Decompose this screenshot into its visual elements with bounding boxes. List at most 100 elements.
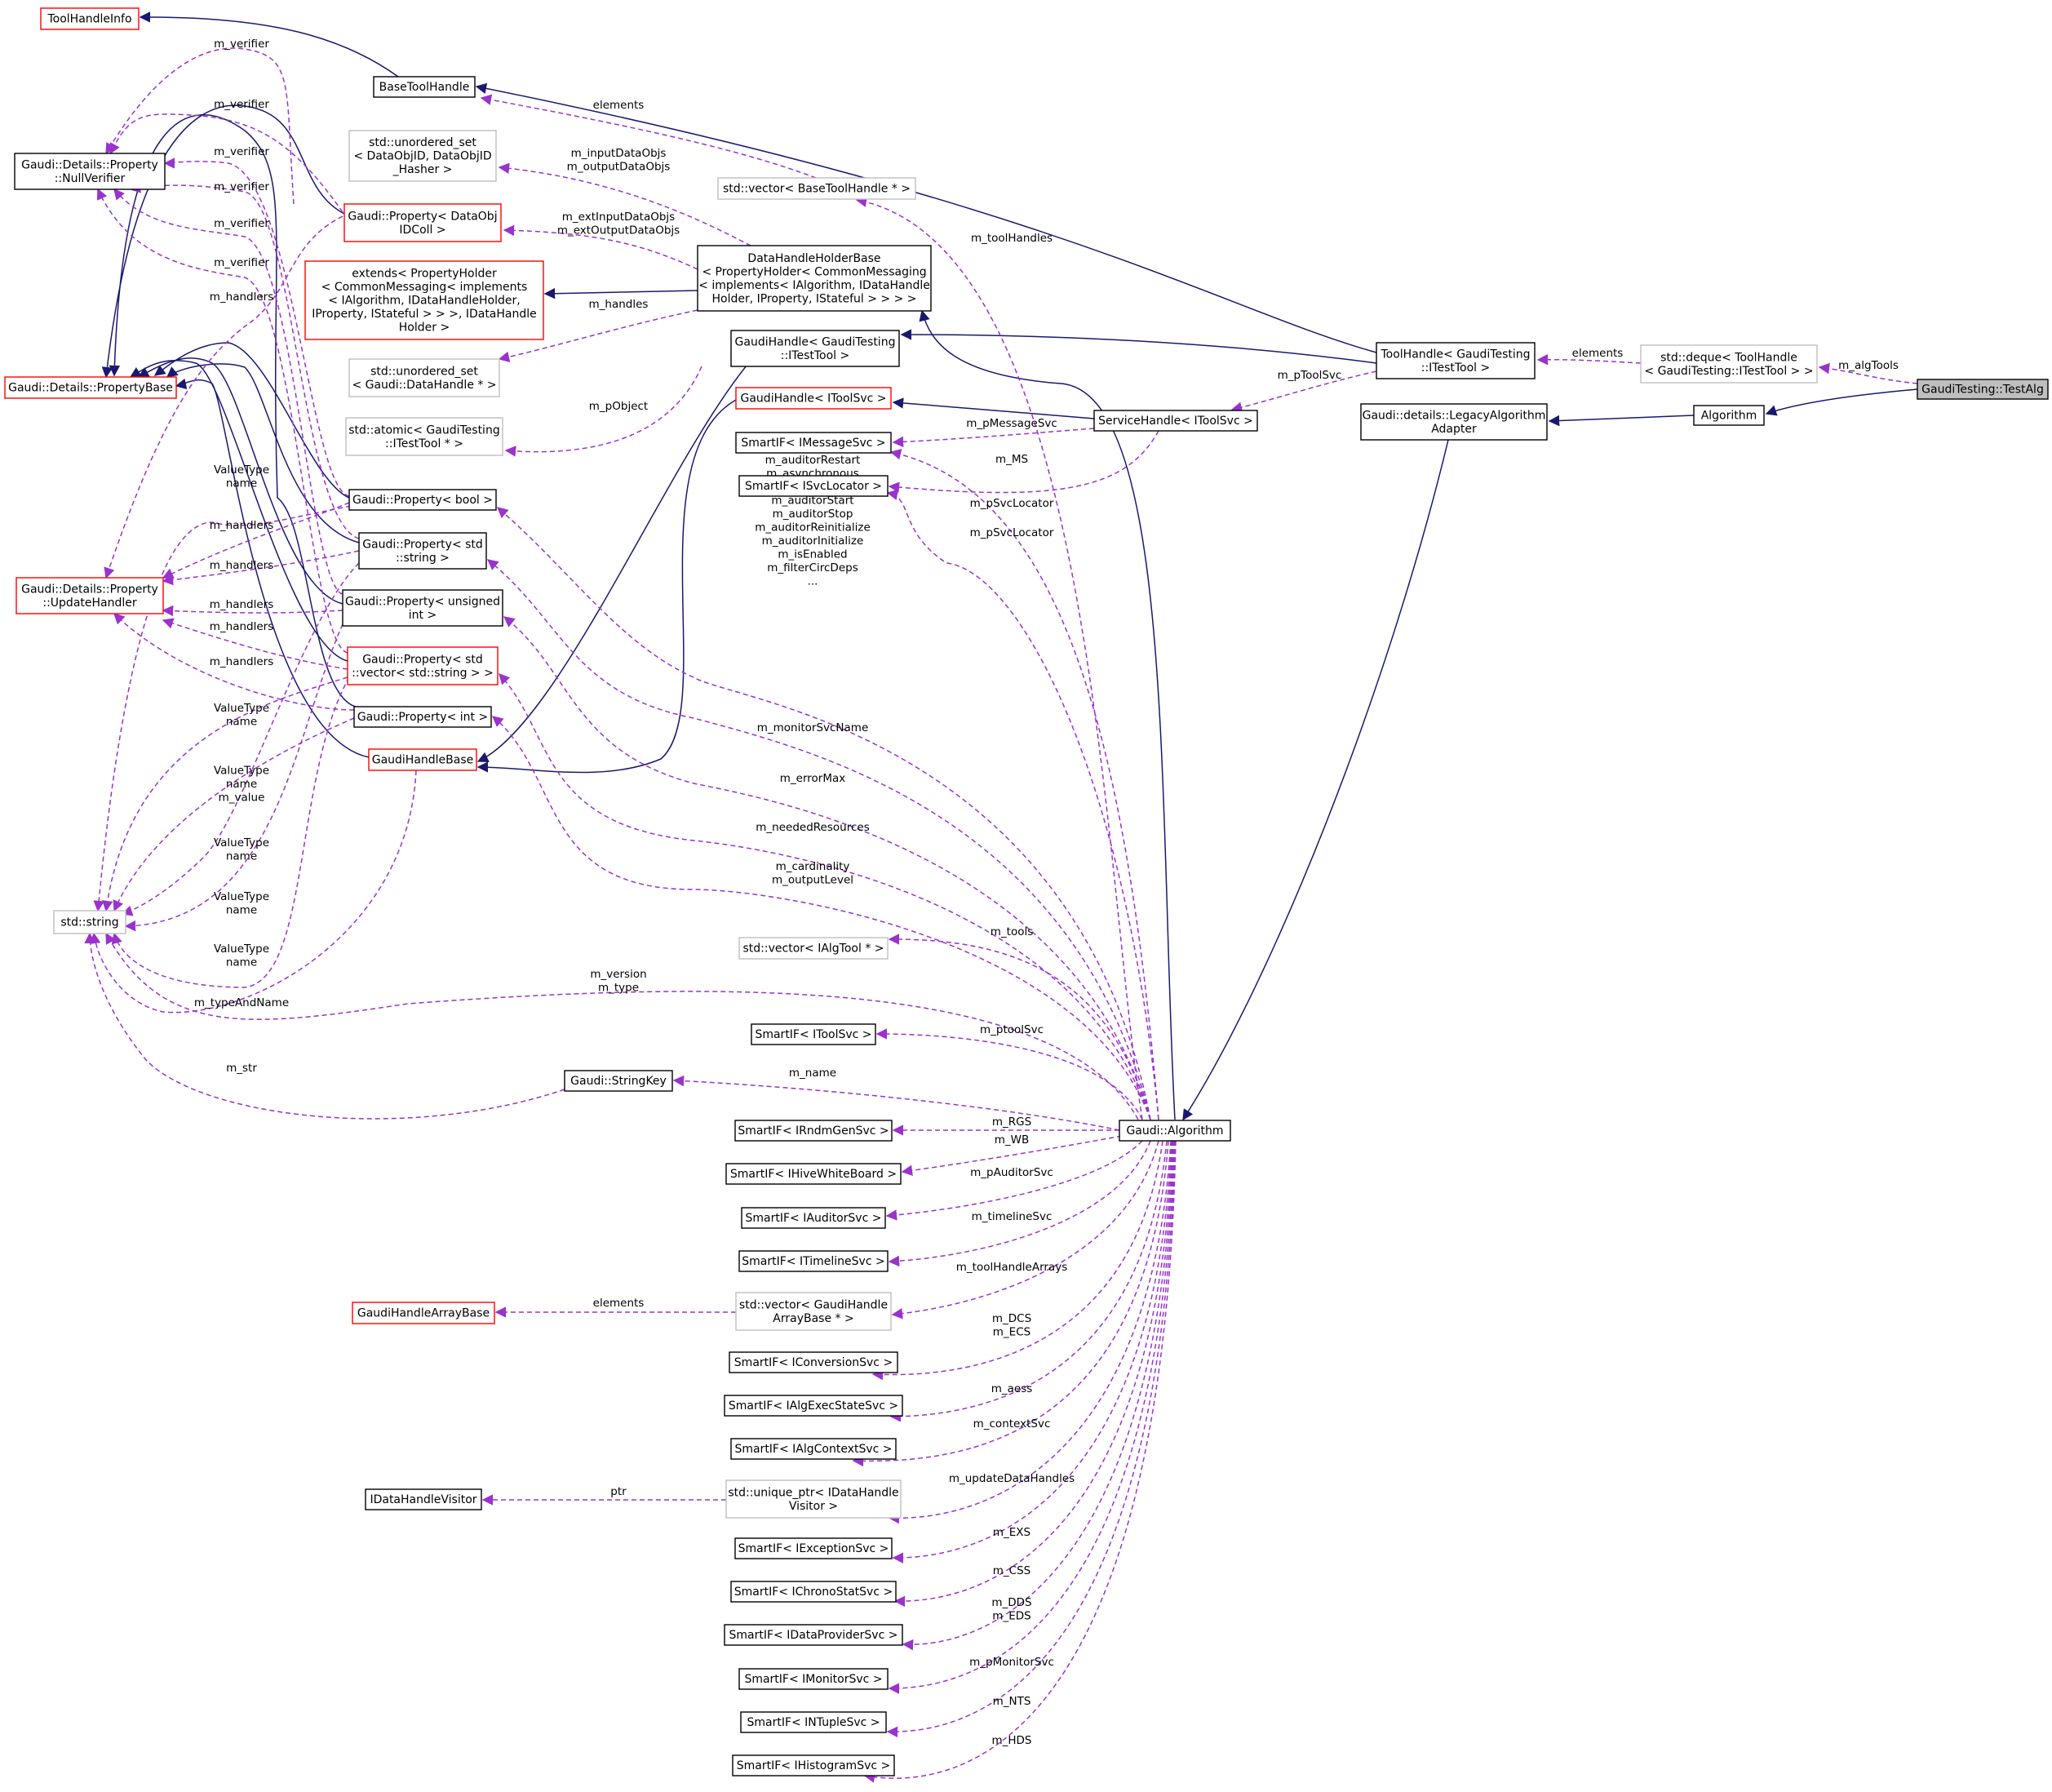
node-smartif-isvclocator[interactable]: SmartIF< ISvcLocator > [738,475,889,497]
node-label: SmartIF< IRndmGenSvc > [738,1124,889,1138]
edge-label-m-verifier-5: m_verifier [214,217,269,230]
usage-edge-74 [111,676,350,988]
node-testalg[interactable]: GaudiTesting::TestAlg [1917,379,2049,400]
usage-edge-71 [113,717,355,912]
node-idatahandlevisitor[interactable]: IDataHandleVisitor [365,1488,482,1510]
node-toolhandle[interactable]: ToolHandle< GaudiTesting::ITestTool > [1376,342,1536,379]
node-smartif-ihivewhiteboard[interactable]: SmartIF< IHiveWhiteBoard > [725,1163,902,1185]
node-property-int[interactable]: Gaudi::Property< int > [353,706,492,728]
node-box [735,387,892,410]
node-smartif-imessagesvc[interactable]: SmartIF< IMessageSvc > [735,432,892,454]
node-atomic[interactable]: std::atomic< GaudiTesting::ITestTool * > [345,417,503,456]
node-smartif-intuplesvc[interactable]: SmartIF< INTupleSvc > [740,1711,887,1733]
node-smartif-itoolsvc[interactable]: SmartIF< IToolSvc > [751,1023,876,1045]
inheritance-edge-0 [1765,388,1918,416]
node-smartif-iconversionsvc[interactable]: SmartIF< IConversionSvc > [729,1351,898,1373]
node-box [53,910,126,934]
node-deque[interactable]: std::deque< ToolHandle< GaudiTesting::IT… [1640,344,1818,384]
edge-label-m-algtools: m_algTools [1838,359,1899,372]
node-box [741,1207,886,1229]
node-property-vector[interactable]: Gaudi::Property< std::vector< std::strin… [347,646,499,685]
node-smartif-ialgcontextsvc[interactable]: SmartIF< IAlgContextSvc > [730,1438,897,1460]
usage-edge-20 [504,366,702,457]
node-box [1376,342,1536,379]
node-vector-basetoolhandle[interactable]: std::vector< BaseToolHandle * > [717,177,916,200]
node-label: std::unordered_set< Gaudi::DataHandle * … [352,365,496,392]
edge-label-m-verifier-2: m_verifier [214,98,269,111]
node-smartif-ialgexecstatesvc[interactable]: SmartIF< IAlgExecStateSvc > [724,1395,903,1417]
node-smartif-itimelinesvc[interactable]: SmartIF< ITimelineSvc > [738,1250,889,1272]
node-smartif-ichronostatsvc[interactable]: SmartIF< IChronoStatSvc > [730,1581,897,1603]
node-box [1693,405,1765,426]
node-label: std::atomic< GaudiTesting::ITestTool * > [348,424,499,450]
usage-edge-75 [89,770,417,1014]
edge-label-m-nts: m_NTS [993,1695,1031,1708]
node-extends[interactable]: extends< PropertyHolder< CommonMessaging… [304,260,544,340]
node-box [4,376,177,399]
usage-edge-34 [885,1140,1143,1221]
node-smartif-iauditorsvc[interactable]: SmartIF< IAuditorSvc > [741,1207,886,1229]
node-smartif-idataprovidersvc[interactable]: SmartIF< IDataProviderSvc > [724,1624,903,1646]
edge-label-elements-deque: elements [1572,347,1624,360]
inheritance-edge-11 [919,309,1176,1120]
node-unordered-set-dataobj[interactable]: std::unordered_set< DataObjID, DataObjID… [348,130,497,182]
edge-label-bool-props: m_doTimelinem_auditorRestartm_asynchrono… [755,441,871,588]
edges-layer [84,11,1918,1783]
node-gaudihandlebase[interactable]: GaudiHandleBase [368,748,477,771]
node-smartif-irndmgensvc[interactable]: SmartIF< IRndmGenSvc > [734,1120,893,1142]
node-property-string[interactable]: Gaudi::Property< std::string > [358,532,487,570]
node-smartif-imonitorsvc[interactable]: SmartIF< IMonitorSvc > [738,1668,889,1690]
usage-edge-26 [499,673,1151,1120]
node-gaudi-algorithm[interactable]: Gaudi::Algorithm [1119,1120,1231,1142]
node-vector-ialgtool[interactable]: std::vector< IAlgTool * > [738,937,889,960]
node-datahandleholderbase[interactable]: DataHandleHolderBase< PropertyHolder< Co… [697,245,932,312]
node-smartif-ihistogramsvc[interactable]: SmartIF< IHistogramSvc > [732,1754,895,1776]
node-label: Gaudi::Property< std::vector< std::strin… [352,653,494,680]
edge-label-m-tools: m_tools [991,925,1034,938]
node-label: SmartIF< IAlgExecStateSvc > [729,1399,898,1413]
usage-edge-15 [480,94,817,179]
node-stdstring[interactable]: std::string [53,910,126,934]
usage-edge-23 [496,507,1151,1120]
node-box [697,245,932,312]
edge-label-elements-vec: elements [593,99,645,112]
node-propertybase[interactable]: Gaudi::Details::PropertyBase [4,376,177,399]
node-label: IDataHandleVisitor [370,1493,476,1506]
edge-label-m-neededresources: m_neededResources [756,821,869,834]
node-label: Gaudi::Property< std::string > [362,538,483,565]
node-basetoolhandle[interactable]: BaseToolHandle [373,76,476,98]
node-box [734,1537,893,1559]
node-box [564,1070,673,1092]
node-gaudihandle-itoolsvc[interactable]: GaudiHandle< IToolSvc > [735,387,892,410]
node-algorithm[interactable]: Algorithm [1693,405,1765,426]
usage-edge-63 [104,215,343,579]
node-servicehandle[interactable]: ServiceHandle< IToolSvc > [1093,410,1258,432]
node-unordered-set-datahandle[interactable]: std::unordered_set< Gaudi::DataHandle * … [348,358,500,397]
usage-edge-38 [871,1140,1163,1381]
node-toolhandleinfo[interactable]: ToolHandleInfo [40,7,140,30]
node-gaudihandle-itesttool[interactable]: GaudiHandle< GaudiTesting::ITestTool > [730,330,900,367]
node-label: std::deque< ToolHandle< GaudiTesting::IT… [1644,351,1813,378]
node-nullverifier[interactable]: Gaudi::Details::Property::NullVerifier [14,153,166,190]
node-smartif-iexceptionsvc[interactable]: SmartIF< IExceptionSvc > [734,1537,893,1559]
edge-label-m-typeandname: m_typeAndName [194,996,289,1009]
node-box [348,489,497,511]
usage-edge-60 [129,182,360,539]
usage-edge-76 [84,932,565,1120]
node-box [16,577,164,614]
node-stringkey[interactable]: Gaudi::StringKey [564,1070,673,1092]
node-updatehandler[interactable]: Gaudi::Details::Property::UpdateHandler [16,577,164,614]
node-gaudihandlearraybase[interactable]: GaudiHandleArrayBase [352,1302,495,1324]
node-property-bool[interactable]: Gaudi::Property< bool > [348,489,497,511]
edge-label-m-monitorsvcname: m_monitorSvcName [757,721,869,734]
